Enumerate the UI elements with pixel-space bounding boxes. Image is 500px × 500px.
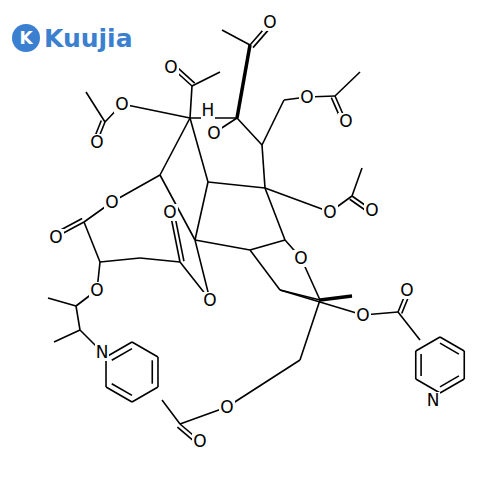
bond [440, 337, 464, 351]
bond [132, 342, 158, 357]
bond [106, 387, 132, 402]
bond [140, 258, 180, 262]
wedge-bond [320, 296, 352, 300]
bond [265, 188, 330, 212]
atom-label: O [89, 134, 104, 151]
atom-label: O [262, 14, 277, 31]
bond [320, 296, 352, 300]
bond [100, 258, 140, 262]
atom-label: O [322, 204, 337, 221]
atom-label: O [206, 125, 221, 142]
logo-badge [12, 24, 40, 52]
bond [416, 337, 440, 351]
bond [262, 145, 265, 188]
atom-label: O [364, 202, 379, 219]
atom-label: O [338, 113, 353, 130]
bond [105, 357, 107, 387]
bond [398, 312, 420, 340]
bond [463, 351, 465, 379]
atom-label: N [95, 344, 110, 361]
atom-label: H [201, 102, 216, 119]
aromatic-bond [420, 354, 422, 376]
bond [352, 168, 362, 196]
bond [195, 240, 250, 250]
bond [335, 72, 360, 96]
atom-label: O [89, 282, 104, 299]
bond [280, 290, 363, 315]
bond [195, 182, 208, 240]
bond [84, 222, 100, 262]
bond [440, 379, 464, 393]
aromatic-bond [112, 384, 132, 396]
atom-label: O [293, 250, 308, 267]
bond [132, 387, 158, 402]
aromatic-bond [440, 343, 459, 354]
bond-lines [48, 22, 464, 444]
bond [160, 118, 190, 175]
atom-label: O [355, 307, 370, 324]
atom-label: O [163, 59, 178, 76]
bond [237, 45, 250, 118]
aromatic-bond [112, 349, 132, 361]
atom-label: N [426, 392, 441, 409]
bond [106, 342, 132, 357]
bond [227, 360, 300, 407]
bond [208, 182, 265, 188]
bond [162, 400, 180, 424]
bond [300, 300, 320, 360]
bond [237, 118, 262, 145]
wedge-bond [237, 45, 250, 118]
bond [54, 330, 80, 342]
bond [190, 86, 192, 118]
bond [222, 30, 250, 45]
atom-label: O [104, 194, 119, 211]
watermark-brand: Kuujia [44, 26, 133, 51]
atom-label: O [219, 399, 234, 416]
bond [48, 298, 76, 306]
logo-letter: K [19, 30, 32, 47]
bond [250, 250, 280, 290]
bond [265, 188, 285, 240]
bond [122, 104, 190, 118]
bond [250, 240, 285, 250]
bond [262, 100, 284, 145]
atom-label: O [192, 433, 207, 450]
bond [415, 351, 417, 379]
bond [76, 306, 80, 330]
bond [192, 72, 220, 86]
atom-label: O [162, 204, 177, 221]
atom-label: O [48, 229, 63, 246]
aromatic-bond [151, 360, 153, 383]
bond [86, 92, 105, 122]
bond [157, 357, 159, 387]
bond [190, 118, 208, 182]
aromatic-bond [440, 376, 459, 387]
atom-label: O [399, 282, 414, 299]
atom-label: O [114, 96, 129, 113]
atom-label: O [202, 292, 217, 309]
atom-label: O [299, 89, 314, 106]
